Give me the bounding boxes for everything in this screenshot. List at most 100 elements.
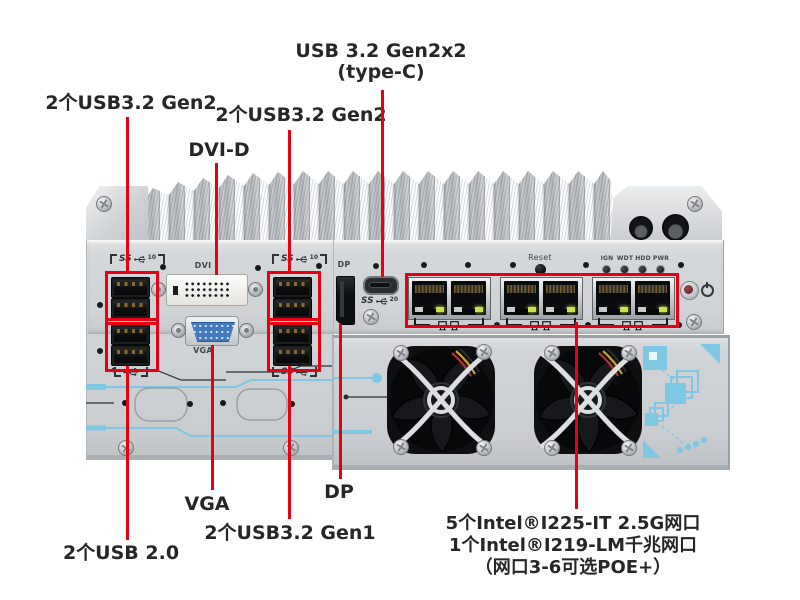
screw-icon: [544, 345, 560, 361]
callout-usb-20: 2个USB 2.0: [62, 542, 180, 564]
dvi-pin-grid: [184, 281, 231, 298]
ethernet-port-pair: [592, 277, 675, 320]
usb-a-port: [273, 345, 312, 366]
usb-ss10-icon: SS 10: [110, 254, 166, 264]
blue-graphic-decoration: [643, 344, 720, 458]
panel-hole-dot: [676, 322, 682, 328]
ethernet-port-pair: [500, 277, 583, 320]
screw-icon: [621, 440, 637, 456]
panel-hole-dot: [465, 262, 471, 268]
screw-icon: [686, 314, 702, 330]
left-corner-panel: [86, 186, 148, 243]
usb-trident-icon: [375, 298, 388, 305]
reset-label: Reset: [528, 253, 552, 262]
leader-line-dvi: [215, 163, 218, 275]
screw-icon: [283, 440, 299, 456]
screw-icon: [393, 345, 409, 361]
callout-typec: USB 3.2 Gen2x2 (type-C): [295, 41, 466, 83]
circuit-trace-decoration: [332, 373, 418, 434]
usb-typec-port: [363, 276, 399, 295]
callout-ethernet: 5个Intel®I225-IT 2.5G网口 1个Intel®I219-LM千兆…: [446, 513, 701, 579]
usb-a-port: [111, 277, 150, 298]
annotation-box-usb-gen2-right: [267, 271, 321, 325]
usb-a-port: [111, 345, 150, 366]
callout-typec-line1: USB 3.2 Gen2x2: [295, 40, 467, 62]
panel-hole-dot: [97, 302, 103, 308]
usb-trident-icon: [295, 255, 308, 263]
panel-seam: [333, 240, 334, 334]
screw-icon: [363, 309, 379, 325]
leader-line-vga: [211, 345, 214, 490]
power-icon: [701, 282, 714, 297]
port-label-vga: VGA: [193, 346, 213, 355]
leader-line-dp: [339, 324, 342, 479]
led-label-hdd: HDD: [635, 255, 651, 262]
led-label-ign: IGN: [600, 255, 614, 262]
panel-hole-dot: [316, 263, 322, 269]
annotation-box-usb-gen1: [267, 318, 321, 372]
screw-icon: [393, 439, 409, 455]
rj45-port: [596, 281, 631, 315]
dvi-analog-slot: [173, 286, 178, 295]
cooling-fan: [534, 346, 642, 454]
panel-hole-dot: [255, 265, 261, 271]
panel-hole-dot: [421, 262, 427, 268]
leader-line-typec: [381, 90, 384, 277]
screw-icon: [96, 196, 112, 212]
panel-hole-dot: [583, 262, 589, 268]
leader-line-usb-20: [126, 366, 129, 540]
cooling-fan: [387, 346, 495, 454]
usb-ss10-icon: SS 10: [272, 254, 328, 264]
leader-line-usb-gen2-left: [126, 117, 129, 272]
callout-usb32-gen2-left: 2个USB3.2 Gen2: [45, 92, 217, 114]
displayport-port: [336, 276, 355, 325]
antenna-hole: [629, 216, 653, 240]
rj45-port: [451, 281, 486, 315]
callout-dp: DP: [324, 481, 354, 503]
rj45-port: [635, 281, 670, 315]
annotation-box-usb-gen2-left: [105, 271, 159, 325]
antenna-hole: [662, 214, 689, 241]
port-label-dp: DP: [337, 260, 351, 269]
power-button: [680, 281, 699, 300]
screw-icon: [476, 440, 492, 456]
leader-line-ethernet: [575, 322, 578, 509]
callout-ethernet-line3: （网口3-6可选POE+）: [474, 557, 672, 578]
panel-hole-dot: [160, 264, 166, 270]
port-label-dvi: DVI: [194, 261, 212, 270]
callout-ethernet-line1: 5个Intel®I225-IT 2.5G网口: [445, 513, 701, 534]
screw-icon: [621, 345, 637, 361]
usb-a-port: [273, 277, 312, 298]
rj45-port: [504, 281, 539, 315]
panel-hole-dot: [510, 262, 516, 268]
dvi-port: [166, 274, 248, 306]
vga-port: [185, 316, 239, 346]
rj45-port: [543, 281, 578, 315]
ethernet-port-pair: [408, 277, 491, 320]
usb-trident-icon: [133, 255, 146, 263]
rj45-port: [412, 281, 447, 315]
leader-line-usb-gen2-mid: [288, 130, 291, 272]
usb-ss20-icon: SS 20: [361, 296, 399, 306]
leader-line-usb-gen1: [288, 366, 291, 519]
callout-usb32-gen2-mid: 2个USB3.2 Gen2: [215, 104, 387, 126]
reset-button: [535, 264, 546, 275]
callout-usb32-gen1: 2个USB3.2 Gen1: [204, 522, 376, 544]
led-label-wdt: WDT: [616, 255, 634, 262]
panel-hole-dot: [97, 348, 103, 354]
panel-hole-dot: [678, 262, 684, 268]
callout-typec-line2: (type-C): [337, 61, 425, 83]
led-label-pwr: PWR: [652, 255, 670, 262]
vga-connector: [191, 322, 235, 342]
screw-icon: [476, 344, 492, 360]
panel-hole-dot: [373, 263, 379, 269]
callout-dvi-d: DVI-D: [188, 139, 250, 161]
annotation-box-usb-20: [105, 318, 159, 372]
jack-screw-icon: [248, 282, 263, 297]
callout-vga: VGA: [184, 493, 230, 515]
callout-ethernet-line2: 1个Intel®I219-LM千兆网口: [448, 535, 698, 556]
screw-icon: [687, 196, 703, 212]
jack-screw-icon: [239, 323, 254, 338]
jack-screw-icon: [171, 323, 186, 338]
